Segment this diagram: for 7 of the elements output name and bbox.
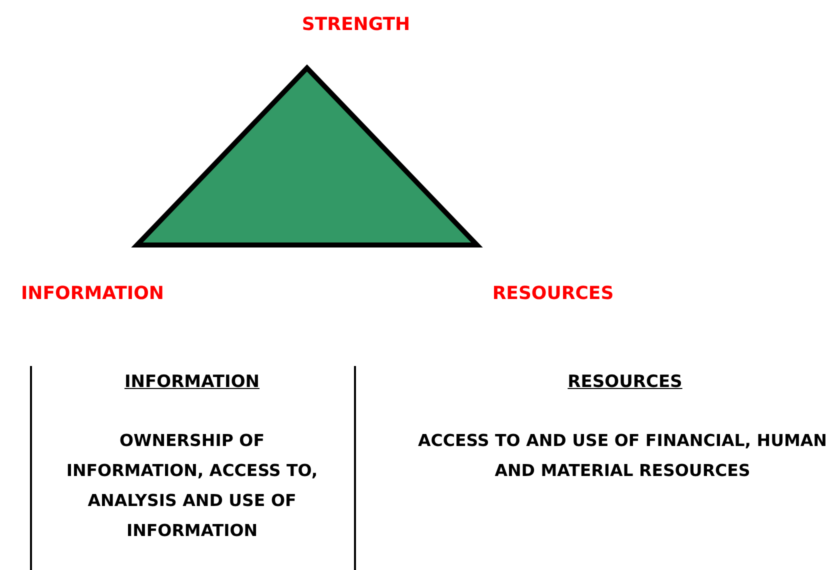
column-heading: RESOURCES	[566, 372, 684, 392]
vertex-label: STRENGTH	[300, 14, 412, 35]
column-text: OWNERSHIP OF INFORMATION, ACCESS TO, ANALYSIS AND USE OF INFORMATION	[65, 430, 319, 542]
vertex-label: RESOURCES	[491, 283, 615, 304]
column-text: ACCESS TO AND USE OF FINANCIAL, HUMAN AND MATERIAL RESOURCES	[417, 430, 828, 482]
vertex-label: INFORMATION	[20, 283, 165, 304]
column-heading: INFORMATION	[123, 372, 261, 392]
